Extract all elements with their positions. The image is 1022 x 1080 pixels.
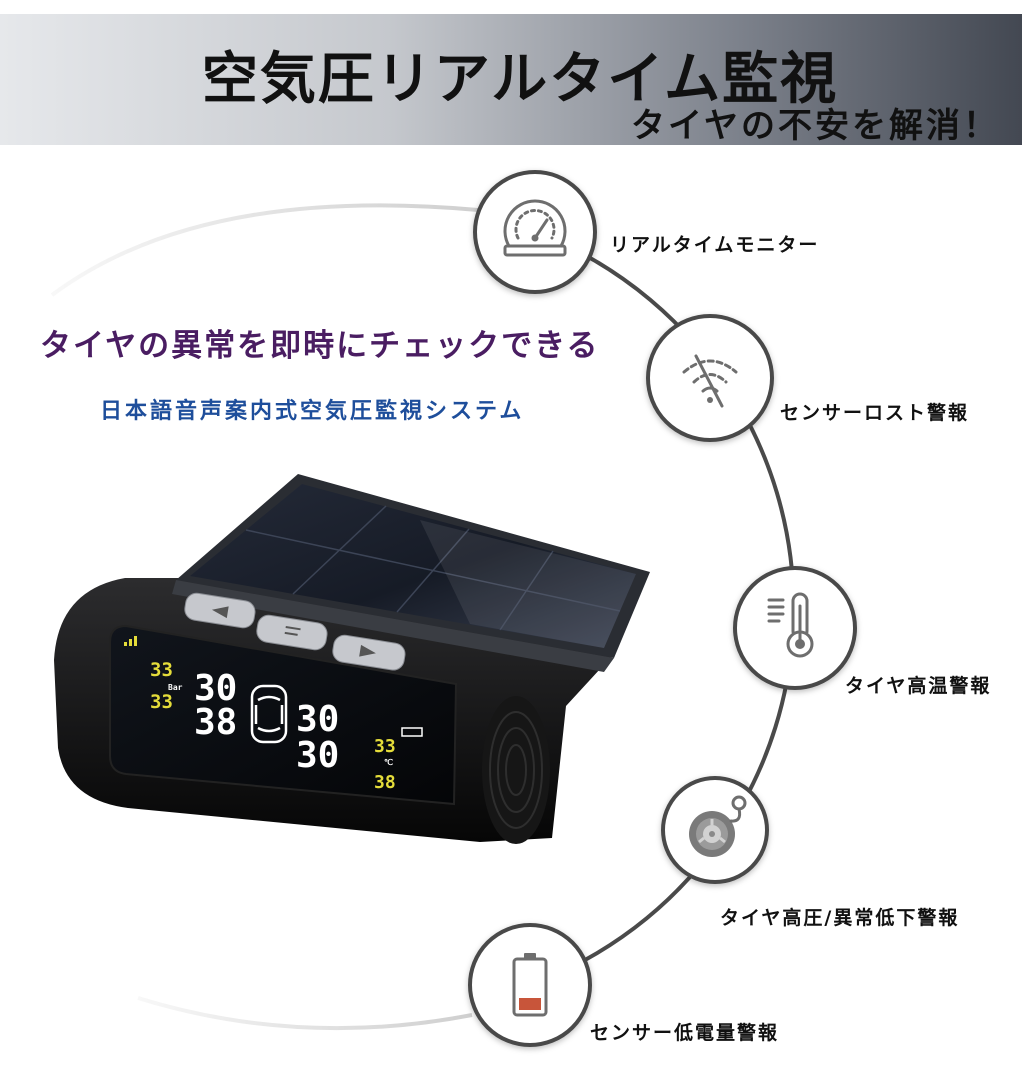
banner-title: 空気圧リアルタイム監視 [201, 47, 839, 112]
right-button [332, 634, 406, 671]
feature-label-sensor-lost: センサーロスト警報 [780, 402, 970, 424]
signal-lost-icon [682, 354, 738, 408]
display-big-right-top: 30 [296, 699, 339, 740]
display-big-left-bottom: 38 [194, 702, 237, 743]
display-big-left-top: 30 [194, 668, 237, 709]
feature-circle-tire-pressure [661, 776, 769, 884]
signal-icon [124, 636, 137, 646]
decorative-arc-top [50, 203, 479, 297]
display-unit: Bar [168, 683, 183, 692]
tire-pressure-icon [689, 795, 747, 857]
headline: タイヤの異常を即時にチェックできる [40, 328, 600, 364]
car-icon [250, 684, 288, 744]
device-end-cap [482, 696, 550, 844]
mode-button [256, 614, 328, 651]
display-small-left-bottom: 33 [150, 691, 173, 713]
feature-circle-sensor-lost [646, 314, 774, 442]
low-battery-icon [512, 953, 548, 1017]
feature-label-high-temp: タイヤ高温警報 [845, 675, 992, 697]
feature-circle-high-temp [733, 566, 857, 690]
panel-ledge [172, 580, 614, 672]
header-banner: 空気圧リアルタイム監視 タイヤの不安を解消！ [0, 14, 1022, 146]
feature-label-tire-pressure: タイヤ高圧/異常低下警報 [720, 907, 960, 929]
feature-circle-low-battery [468, 923, 592, 1047]
display-small-right-top: 33 [374, 736, 396, 757]
display-battery-icon [401, 727, 423, 737]
display-temp-unit: ℃ [384, 758, 393, 767]
feature-label-low-battery: センサー低電量警報 [590, 1022, 780, 1044]
feature-label-realtime-monitor: リアルタイムモニター [610, 234, 820, 256]
tpms-device: 33 Bar 33 30 38 30 30 33 ℃ 38 [54, 474, 650, 844]
decorative-arc-bottom [137, 996, 473, 1031]
display-small-right-bottom: 38 [374, 772, 396, 793]
subheadline: 日本語音声案内式空気圧監視システム [100, 399, 525, 424]
solar-panel-grid [245, 505, 621, 631]
thermometer-icon [767, 592, 814, 658]
display-big-right-bottom: 30 [296, 735, 339, 776]
gauge-icon [503, 199, 567, 257]
left-button [184, 592, 256, 629]
display-small-left-top: 33 [150, 659, 173, 681]
feature-circle-realtime-monitor [473, 170, 597, 294]
banner-subtitle: タイヤの不安を解消！ [631, 106, 1000, 146]
